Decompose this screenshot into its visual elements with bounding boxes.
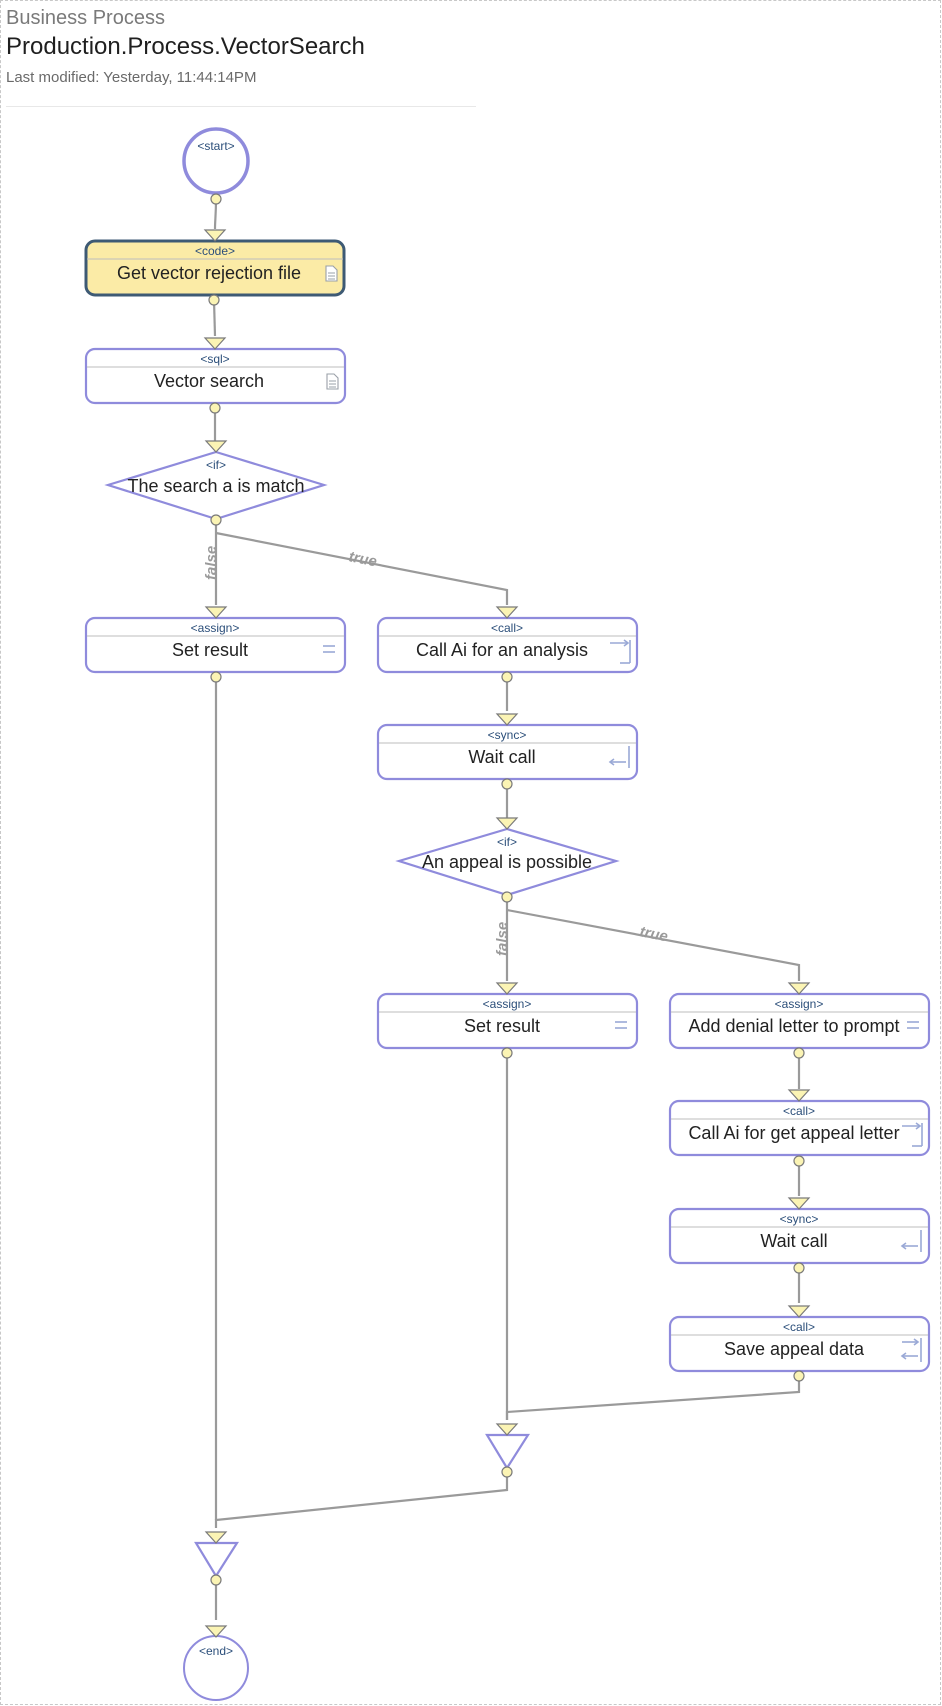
- document-icon: [325, 265, 338, 282]
- call-node-ai-analysis[interactable]: <call> Call Ai for an analysis: [376, 616, 639, 674]
- start-tag: <start>: [197, 139, 234, 153]
- call-node-save-appeal-data[interactable]: <call> Save appeal data: [668, 1315, 931, 1373]
- connectors: [212, 198, 801, 1620]
- branch-label-true-1: true: [347, 548, 378, 570]
- call-out-icon: [902, 1122, 923, 1147]
- assign-node-add-denial-letter[interactable]: <assign> Add denial letter to prompt: [668, 992, 931, 1050]
- sync-node-wait-call-2[interactable]: <sync> Wait call: [668, 1207, 931, 1265]
- branch-label-true-2: true: [638, 923, 669, 945]
- assign-node-label: Add denial letter to prompt: [688, 1016, 899, 1036]
- code-node-get-vector-file[interactable]: <code> Get vector rejection file: [84, 239, 346, 297]
- sync-return-icon: [900, 1230, 922, 1252]
- equals-icon: [907, 1021, 919, 1029]
- code-node-label: Get vector rejection file: [117, 263, 301, 283]
- assign-node-set-result-1[interactable]: <assign> Set result: [84, 616, 347, 674]
- assign-node-label: Set result: [464, 1016, 540, 1036]
- assign-node-tag: <assign>: [775, 997, 824, 1011]
- connector-code-to-sql: [212, 299, 217, 337]
- sql-node-vector-search[interactable]: <sql> Vector search: [84, 347, 347, 405]
- end-tag: <end>: [199, 1644, 233, 1658]
- join-node-outer[interactable]: [194, 1541, 240, 1579]
- input-arrows: [203, 229, 811, 1638]
- code-node-tag: <code>: [195, 244, 235, 258]
- sql-node-tag: <sql>: [200, 352, 229, 366]
- call-node-label: Call Ai for an analysis: [416, 640, 588, 660]
- start-circle: [182, 127, 250, 195]
- if-node-label: The search a is match: [127, 476, 304, 496]
- connector-if-to-true: [215, 531, 509, 605]
- diagram-kind: Business Process: [6, 7, 165, 29]
- connector-save-to-join: [505, 1376, 801, 1420]
- branch-label-false-1: false: [203, 546, 220, 580]
- if-node-tag: <if>: [497, 835, 517, 849]
- last-modified-text: Last modified: Yesterday, 11:44:14PM: [6, 69, 257, 86]
- sync-node-label: Wait call: [468, 747, 535, 767]
- assign-node-tag: <assign>: [191, 621, 240, 635]
- call-node-label: Save appeal data: [724, 1339, 865, 1359]
- assign-node-tag: <assign>: [483, 997, 532, 1011]
- call-node-tag: <call>: [783, 1104, 815, 1118]
- call-out-icon: [610, 639, 631, 664]
- diagram-header: Business Process Production.Process.Vect…: [6, 6, 365, 88]
- end-node[interactable]: <end>: [183, 1635, 249, 1701]
- sync-node-tag: <sync>: [488, 728, 527, 742]
- call-both-icon: [900, 1338, 922, 1362]
- document-icon: [326, 373, 339, 390]
- call-node-label: Call Ai for get appeal letter: [688, 1123, 899, 1143]
- sync-node-wait-call-1[interactable]: <sync> Wait call: [376, 723, 639, 781]
- if-node-label: An appeal is possible: [422, 852, 592, 872]
- connector-if2-to-true: [506, 908, 801, 981]
- call-node-tag: <call>: [783, 1320, 815, 1334]
- if-node-search-match[interactable]: <if> The search a is match: [104, 450, 328, 521]
- output-ports: [208, 193, 805, 1586]
- assign-node-label: Set result: [172, 640, 248, 660]
- sql-node-label: Vector search: [154, 371, 264, 391]
- sync-node-label: Wait call: [760, 1231, 827, 1251]
- branch-label-false-2: false: [494, 922, 511, 956]
- sync-node-tag: <sync>: [780, 1212, 819, 1226]
- call-node-ai-appeal-letter[interactable]: <call> Call Ai for get appeal letter: [668, 1099, 931, 1157]
- sync-return-icon: [608, 746, 630, 768]
- equals-icon: [323, 645, 335, 653]
- assign-node-set-result-2[interactable]: <assign> Set result: [376, 992, 639, 1050]
- process-title: Production.Process.VectorSearch: [6, 33, 365, 60]
- header-divider: [6, 106, 476, 107]
- join-node-inner[interactable]: [485, 1433, 531, 1471]
- equals-icon: [615, 1021, 627, 1029]
- connector-join1-to-join2: [214, 1472, 509, 1528]
- if-node-tag: <if>: [206, 458, 226, 472]
- start-node[interactable]: <start>: [182, 127, 250, 195]
- call-node-tag: <call>: [491, 621, 523, 635]
- if-node-appeal-possible[interactable]: <if> An appeal is possible: [395, 827, 620, 897]
